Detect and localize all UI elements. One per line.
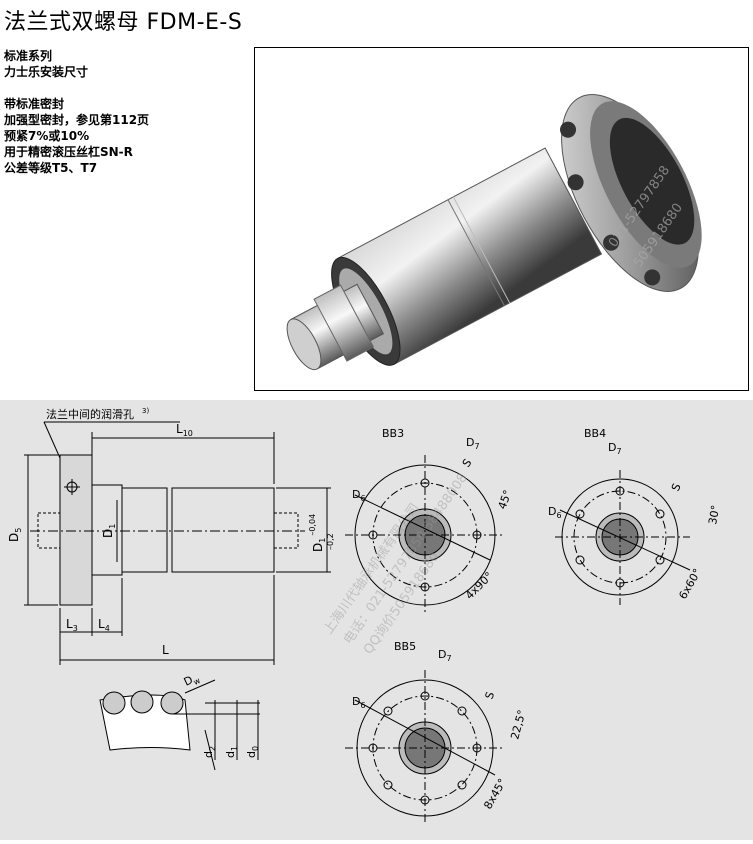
bb4-d6: D6 (548, 505, 562, 520)
dim-l: L (162, 643, 169, 657)
dim-d2: d2 (202, 746, 217, 758)
page-title: 法兰式双螺母 FDM-E-S (4, 10, 243, 35)
bb3-angle: 45° (496, 488, 515, 511)
dim-d1-tolerance: D1–0,04 (308, 514, 327, 552)
ball-nut-rendering: 021-52797858 505918680 (286, 94, 702, 371)
spec-tolerance: 公差等级T5、T7 (4, 161, 98, 175)
bb4-d7: D7 (608, 441, 622, 456)
dim-l3: L3 (66, 617, 78, 633)
spec-spacer (4, 80, 149, 96)
dim-d1-inner: D1 (101, 524, 117, 538)
product-photo: 021-52797858 505918680 (254, 47, 749, 391)
bb5-s: S (483, 690, 498, 701)
bb4-label: BB4 (584, 427, 606, 440)
spec-preload: 预紧7%或10% (4, 129, 90, 143)
lube-hole-label: 法兰中间的润滑孔 (46, 407, 134, 421)
bb3-d7: D7 (466, 436, 480, 451)
bb3-d6: D6 (352, 488, 366, 503)
spec-usage: 用于精密滚压丝杠SN-R (4, 145, 133, 159)
dim-d1-tolerance-lower: –0,2 (326, 533, 335, 550)
spec-reinforced-seal: 加强型密封，参见第112页 (4, 113, 150, 127)
bb5-d6: D6 (352, 695, 366, 710)
bb4-angle: 30° (706, 504, 722, 525)
dim-d1-ball: d1 (224, 746, 239, 758)
bb5-holes: 8x45° (481, 776, 509, 811)
bb5-label: BB5 (394, 640, 416, 653)
spec-series: 标准系列 (4, 49, 53, 63)
spec-list: 标准系列 力士乐安装尺寸 带标准密封 加强型密封，参见第112页 预紧7%或10… (4, 48, 149, 176)
bb3-holes: 4x90° (463, 570, 496, 603)
dim-l4: L4 (98, 617, 110, 633)
dim-dw: Dw (182, 670, 202, 690)
bb4-holes: 6x60° (676, 566, 704, 601)
dim-l10: L10 (176, 422, 193, 438)
bb4-s: S (669, 481, 684, 493)
spec-mounting: 力士乐安装尺寸 (4, 65, 89, 79)
lube-hole-note: 3) (142, 407, 149, 415)
bb3-label: BB3 (382, 427, 404, 440)
technical-drawing: 法兰中间的润滑孔 3) L10 L3 L4 L D5 D1 D1–0,04 –0… (0, 400, 753, 840)
bb5-angle: 22,5° (508, 708, 528, 740)
dim-d0: d0 (245, 746, 260, 758)
dim-d5: D5 (7, 528, 23, 542)
drawing-canvas: 法兰中间的润滑孔 3) L10 L3 L4 L D5 D1 D1–0,04 –0… (7, 407, 722, 825)
bb5-d7: D7 (438, 648, 452, 663)
bb3-s: S (460, 457, 475, 470)
spec-seal: 带标准密封 (4, 97, 65, 111)
